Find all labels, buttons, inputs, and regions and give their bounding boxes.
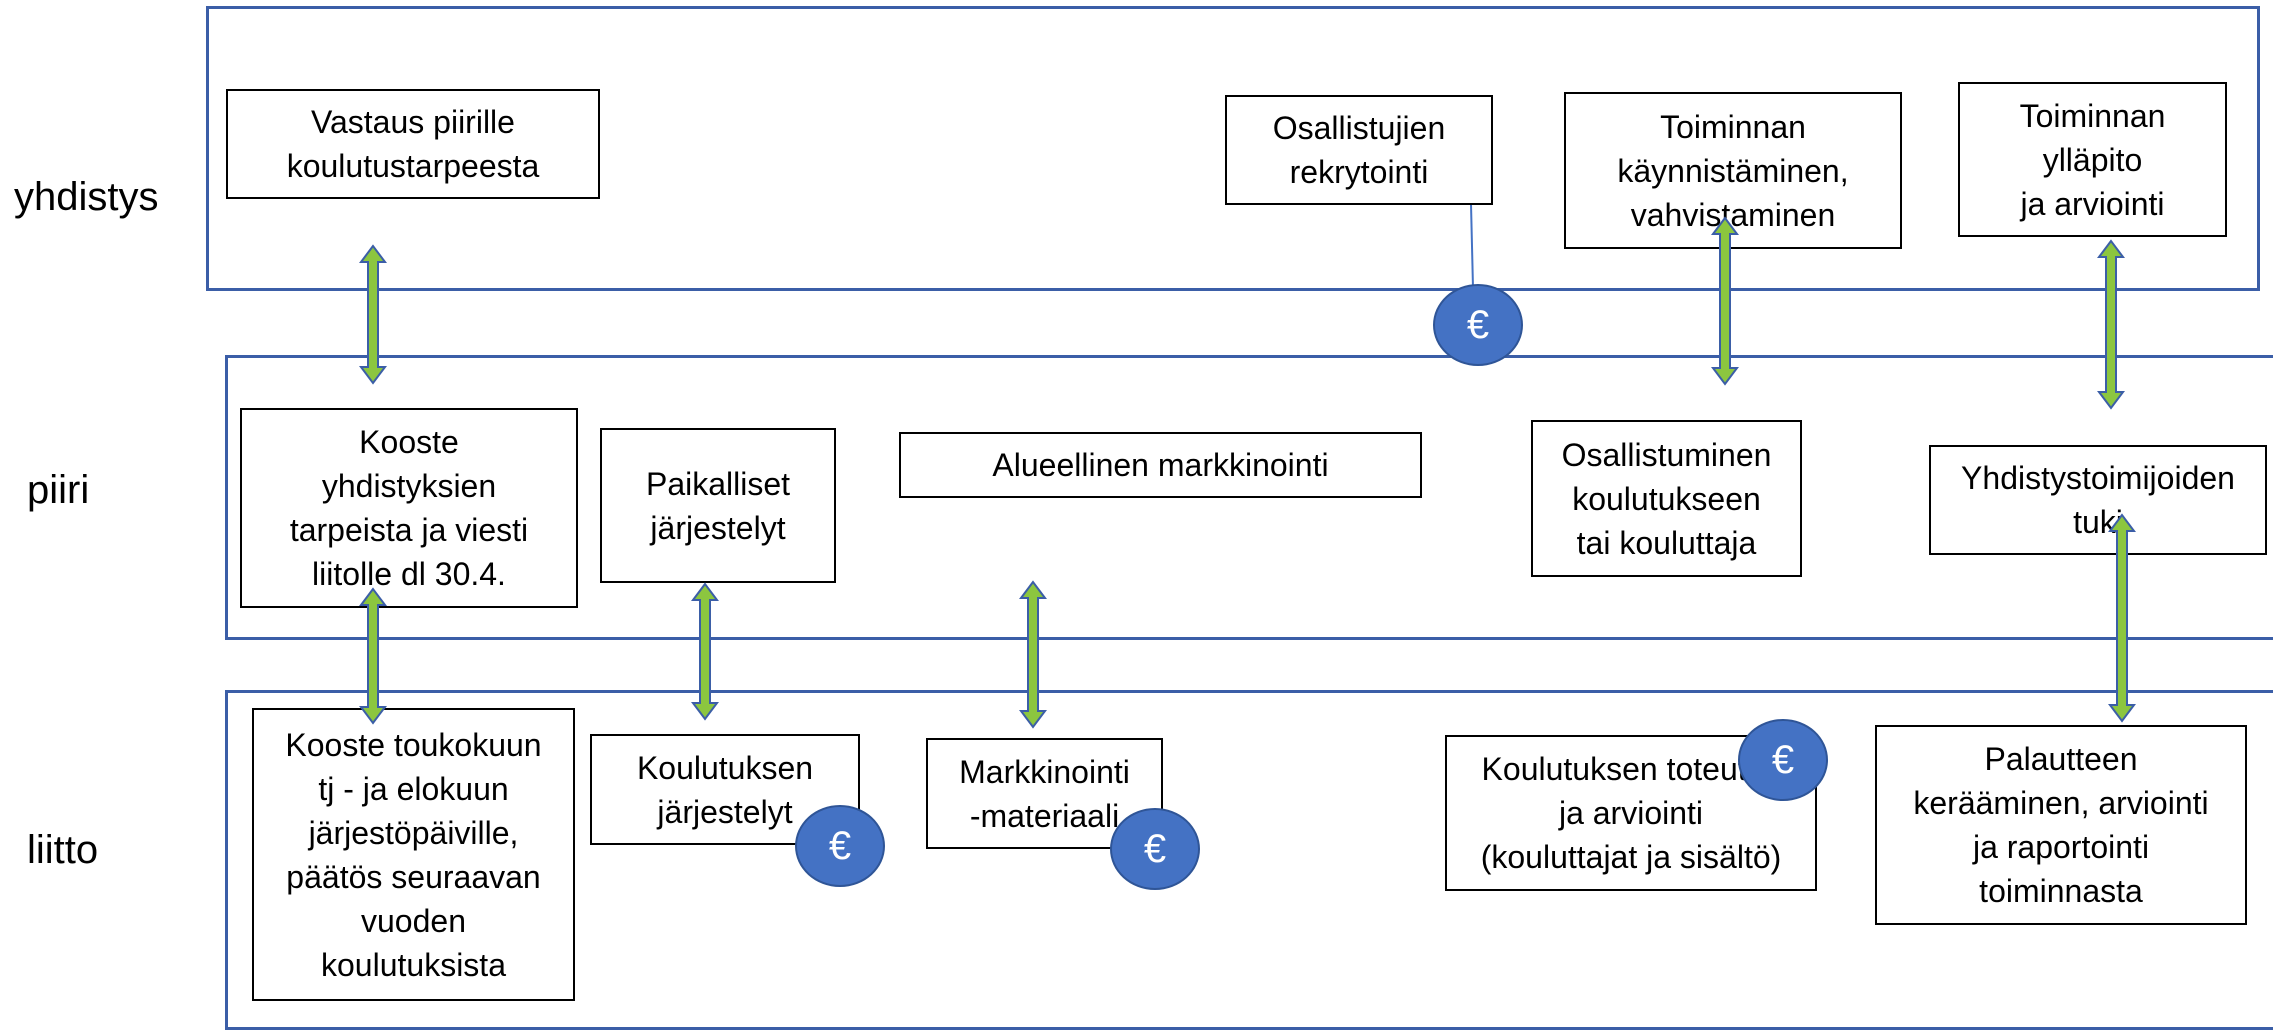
lane-yhdistys: [206, 6, 2260, 291]
box-toteutus: Koulutuksen toteutus ja arviointi (koulu…: [1445, 735, 1817, 891]
box-palautteen: Palautteen kerääminen, arviointi ja rapo…: [1875, 725, 2247, 925]
box-alueellinen: Alueellinen markkinointi: [899, 432, 1422, 498]
box-vastaus: Vastaus piirille koulutustarpeesta: [226, 89, 600, 199]
arrow-paikalliset-jarjestelyt: [691, 582, 719, 721]
connector-line: [1470, 203, 1474, 289]
box-jarjestelyt: Koulutuksen järjestelyt: [590, 734, 860, 845]
box-osallistuminen: Osallistuminen koulutukseen tai koulutta…: [1531, 420, 1802, 577]
lane-label-liitto: liitto: [27, 828, 99, 872]
box-kooste-liitto: Kooste toukokuun tj - ja elokuun järjest…: [252, 708, 575, 1001]
arrow-kooste-piiri-liitto: [359, 587, 387, 725]
box-kooste-piiri: Kooste yhdistyksien tarpeista ja viesti …: [240, 408, 578, 608]
euro-icon-toteutus: €: [1738, 719, 1828, 801]
box-osallistujien: Osallistujien rekrytointi: [1225, 95, 1493, 205]
arrow-tuki-palautteen: [2108, 513, 2136, 723]
arrow-yllapito-tuki: [2097, 239, 2125, 410]
arrow-vastaus-kooste: [359, 244, 387, 385]
box-tuki: Yhdistystoimijoiden tuki: [1929, 445, 2267, 555]
euro-icon-osallistujien: €: [1433, 284, 1523, 366]
lane-label-yhdistys: yhdistys: [14, 175, 159, 219]
euro-icon-markkinointi: €: [1110, 808, 1200, 890]
box-markkinointi: Markkinointi -materiaali: [926, 738, 1163, 849]
box-paikalliset: Paikalliset järjestelyt: [600, 428, 836, 583]
box-yllapito: Toiminnan ylläpito ja arviointi: [1958, 82, 2227, 237]
arrow-kaynnistaminen-osallistuminen: [1711, 216, 1739, 386]
lane-piiri: [225, 355, 2273, 640]
lane-label-piiri: piiri: [27, 468, 90, 512]
euro-icon-jarjestelyt: €: [795, 805, 885, 887]
arrow-alueellinen-markkinointi: [1019, 580, 1047, 729]
box-kaynnistaminen: Toiminnan käynnistäminen, vahvistaminen: [1564, 92, 1902, 249]
